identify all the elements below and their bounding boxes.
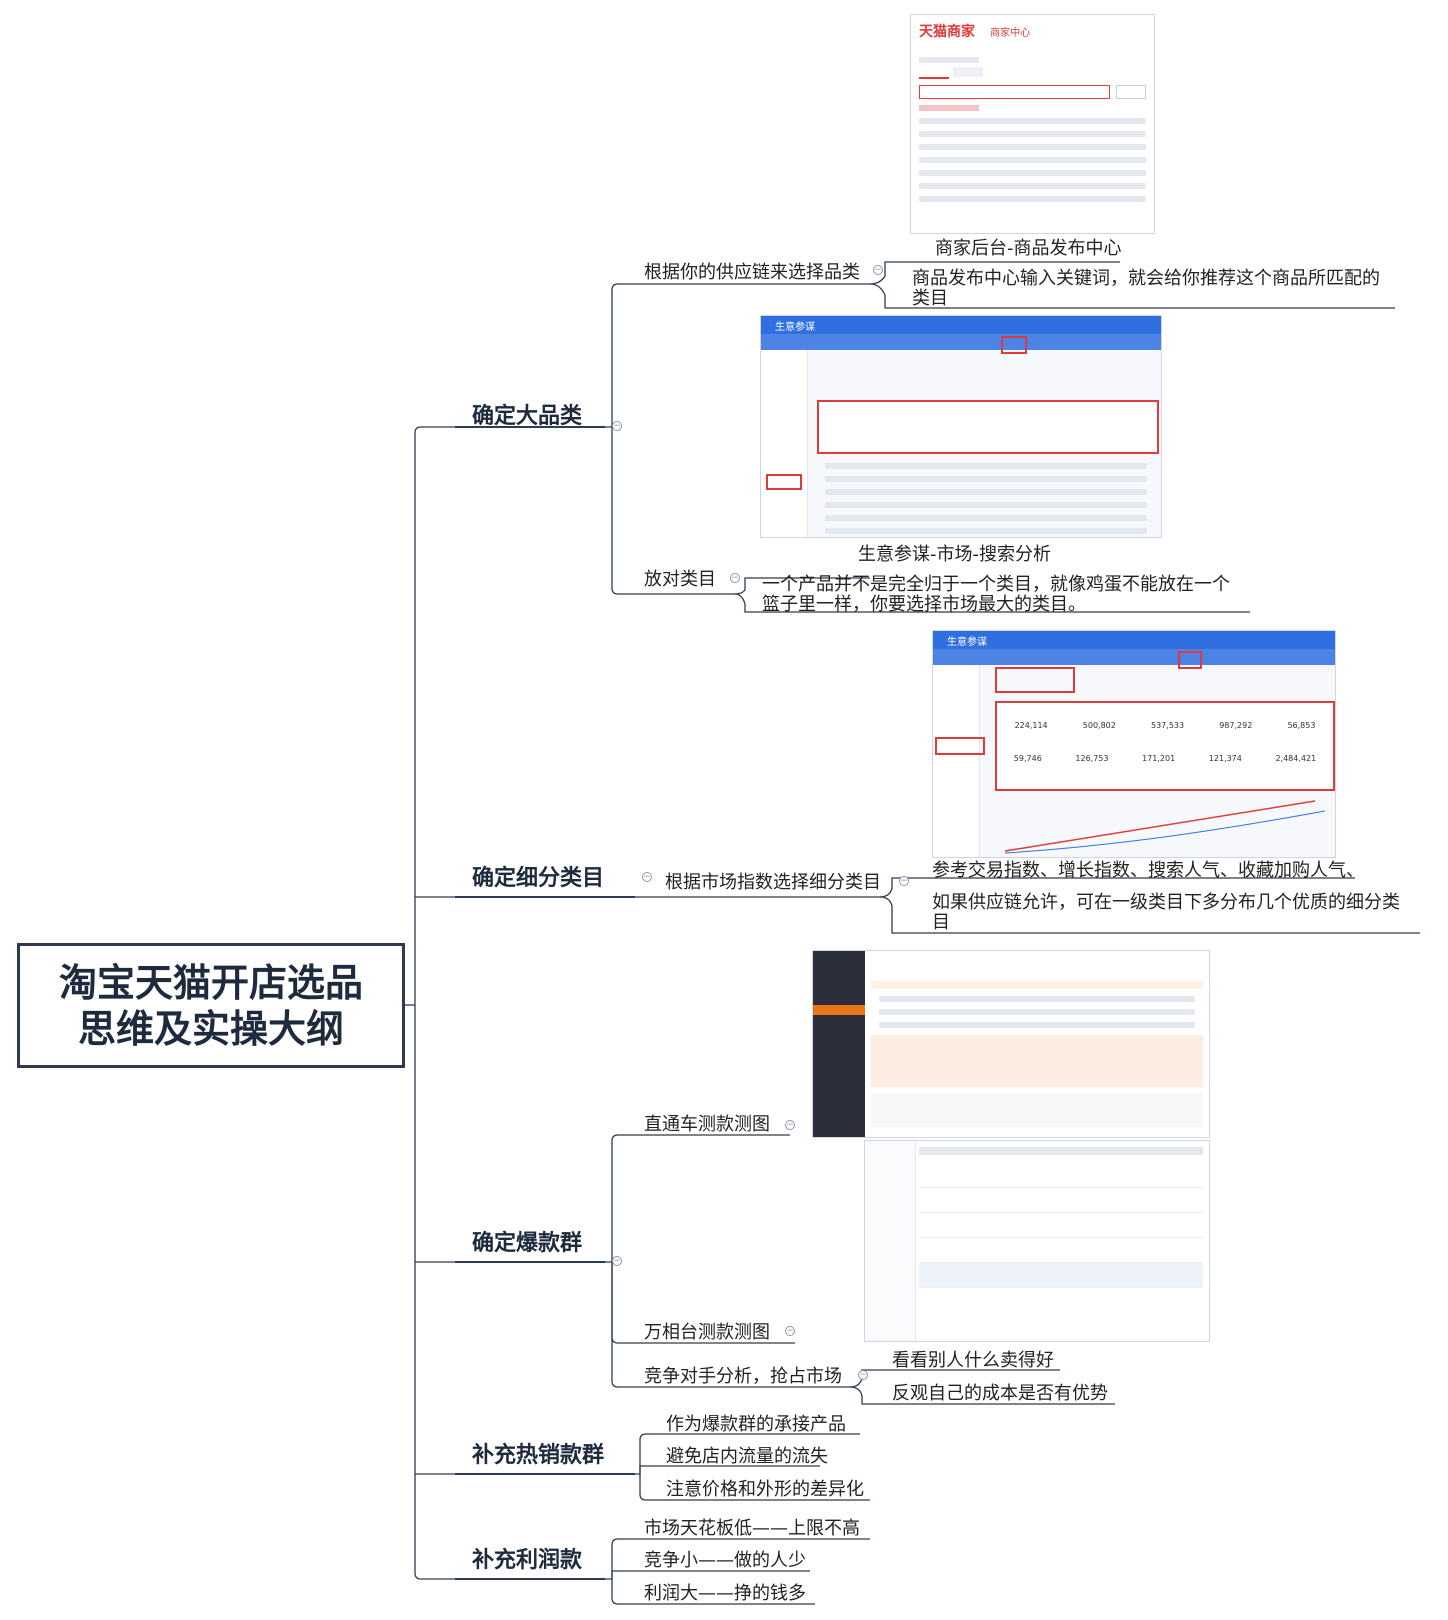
collapse-toggle-icon[interactable]: − [873,265,883,275]
root-title-line1: 淘宝天猫开店选品 [58,959,363,1005]
merchant-center-label: 商家中心 [990,28,1031,39]
caption-business-advisor-search: 生意参谋-市场-搜索分析 [858,544,1051,565]
merchant-center-screenshot: 天猫商家 商家中心 [910,14,1155,234]
app-name: 生意参谋 [775,322,815,333]
note-keyword-category-line1: 商品发布中心输入关键词，就会给你推荐这个商品所匹配的 [912,268,1380,289]
collapse-toggle-icon[interactable]: − [899,876,909,886]
note-low-ceiling: 市场天花板低——上限不高 [644,1518,860,1539]
metric-buyers: 126,753 [1075,754,1109,763]
collapse-toggle-icon[interactable]: − [612,1256,622,1266]
topic-choose-by-market-index[interactable]: 根据市场指数选择细分类目 [665,872,881,893]
trunk [414,426,455,1580]
topic-wanxiangtai-test[interactable]: 万相台测款测图 [644,1322,770,1343]
metric-favorites: 56,853 [1287,721,1316,730]
through-train-test-screenshot [812,950,1210,1138]
topic-choose-by-supply-chain[interactable]: 根据你的供应链来选择品类 [644,262,860,283]
metric-sold-sellers: 121,374 [1208,754,1242,763]
note-distribute-subcategories-line2: 目 [932,912,950,933]
topic-through-train-test[interactable]: 直通车测款测图 [644,1114,770,1135]
collapse-toggle-icon[interactable]: − [642,872,652,882]
app-name: 生意参谋 [947,637,987,648]
note-price-shape-difference: 注意价格和外形的差异化 [666,1479,864,1500]
collapse-toggle-icon[interactable]: − [785,1326,795,1336]
metric-views: 987,292 [1219,721,1253,730]
collapse-toggle-icon[interactable]: − [858,1370,868,1380]
collapse-toggle-icon[interactable]: − [730,573,740,583]
root-topic[interactable]: 淘宝天猫开店选品 思维及实操大纲 [17,943,405,1068]
collapse-toggle-icon[interactable]: − [785,1120,795,1130]
caption-merchant-publish-center: 商家后台-商品发布中心 [935,238,1122,259]
note-distribute-subcategories-line1: 如果供应链允许，可在一级类目下多分布几个优质的细分类 [932,892,1400,913]
note-egg-basket-line2: 篮子里一样，你要选择市场最大的类目。 [762,594,1086,615]
note-cost-advantage: 反观自己的成本是否有优势 [892,1383,1108,1404]
business-advisor-search-screenshot: 生意参谋 [760,315,1162,538]
collapse-toggle-icon[interactable]: − [612,421,622,431]
metric-search-popularity: 224,114 [1014,721,1048,730]
branch-supplement-profit-products[interactable]: 补充利润款 [472,1548,583,1573]
note-low-competition: 竞争小——做的人少 [644,1550,806,1571]
metric-search-heat: 500,802 [1082,721,1116,730]
tmall-merchant-logo: 天猫商家 [919,24,975,40]
metric-transaction: 2,484,421 [1275,754,1317,763]
note-high-profit: 利润大——挣的钱多 [644,1583,806,1604]
trend-line-chart [1004,800,1326,854]
topic-right-category[interactable]: 放对类目 [644,569,716,590]
note-follow-up-products: 作为爆款群的承接产品 [666,1414,846,1435]
branch-confirm-major-category[interactable]: 确定大品类 [472,404,583,429]
branch-supplement-hot-sellers[interactable]: 补充热销款群 [472,1443,605,1468]
note-egg-basket-line1: 一个产品并不是完全归于一个类目，就像鸡蛋不能放在一个 [762,574,1230,595]
note-reference-indices: 参考交易指数、增长指数、搜索人气、收藏加购人气、 [932,860,1364,881]
wanxiangtai-test-screenshot [864,1140,1210,1342]
metric-visitors: 537,533 [1151,721,1185,730]
metric-sellers: 171,201 [1142,754,1176,763]
topic-competitor-analysis[interactable]: 竞争对手分析，抢占市场 [644,1366,842,1387]
branch-confirm-subcategory[interactable]: 确定细分类目 [472,866,605,891]
root-title-line2: 思维及实操大纲 [77,1005,344,1051]
note-keyword-category-line2: 类目 [912,288,948,309]
note-avoid-traffic-loss: 避免店内流量的流失 [666,1446,828,1467]
branch-confirm-hit-products[interactable]: 确定爆款群 [472,1231,583,1256]
metric-cart: 59,746 [1013,754,1042,763]
market-overview-screenshot: 生意参谋 224,114 500,802 537,533 987,292 56,… [932,630,1336,858]
trunk-branches [415,896,455,1475]
note-see-best-sellers: 看看别人什么卖得好 [892,1350,1054,1371]
